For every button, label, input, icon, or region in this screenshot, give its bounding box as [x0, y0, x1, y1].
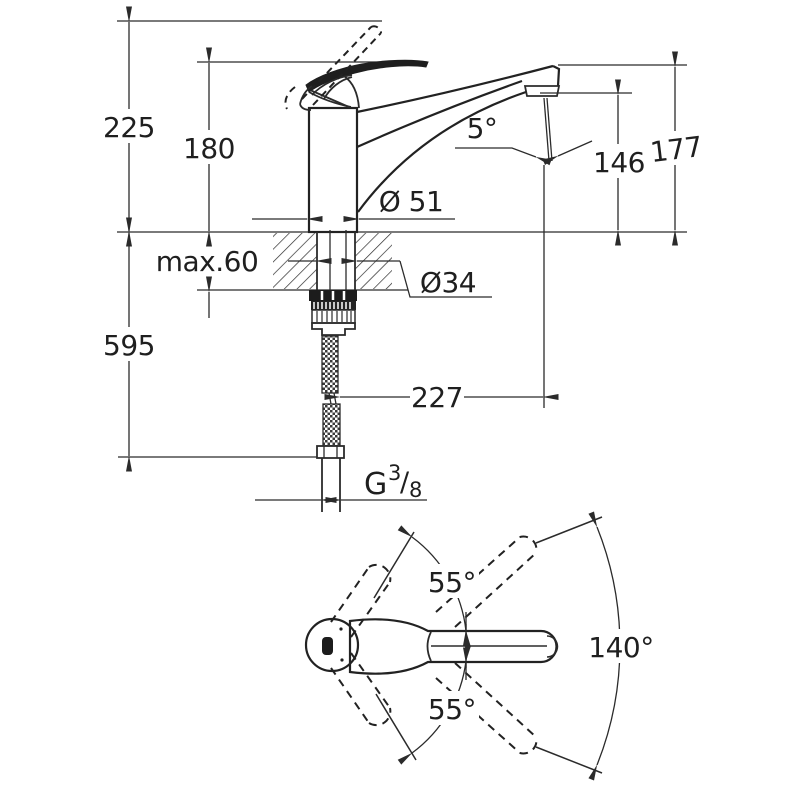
- topview-spout: [348, 618, 559, 675]
- dim-146-label: 146: [593, 146, 645, 179]
- dim-deck-thickness-max60: max.60: [156, 245, 259, 318]
- dim-227-label: 227: [411, 381, 463, 414]
- thread-prefix: G: [364, 467, 387, 502]
- dim-lever-height-180: 180: [183, 47, 235, 247]
- dim-spout-height-177: 177: [648, 51, 704, 246]
- side-view: 225 180 595 max.60 Ø 51 Ø34: [103, 6, 704, 512]
- dim-lever-swing-top-55: 55°: [397, 525, 479, 647]
- dim-thread-g38: G 3 / 8: [255, 461, 427, 503]
- mounting-nut-assembly: [309, 290, 357, 336]
- dim-lever-swing-bottom-55: 55°: [397, 645, 479, 765]
- thread-numerator: 3: [388, 461, 401, 485]
- supply-pipe: [321, 458, 341, 512]
- lever-handle: [299, 59, 429, 111]
- faucet-body: [307, 106, 359, 290]
- thread-denominator: 8: [409, 478, 422, 502]
- dim-225-label: 225: [103, 111, 155, 144]
- dim-140-label: 140°: [588, 631, 653, 664]
- dim-swivel-140: 140°: [584, 511, 658, 781]
- thread-slash: /: [400, 467, 410, 498]
- dim-shank-diameter-34: Ø34: [288, 258, 492, 299]
- dim-outlet-height-146: 146: [593, 79, 645, 246]
- dim-d34-label: Ø34: [420, 266, 476, 299]
- dim-d51-label: Ø 51: [379, 185, 444, 218]
- dim-supply-length-595: 595: [103, 217, 155, 472]
- dim-overall-height-225: 225: [103, 6, 155, 247]
- dim-max60-label: max.60: [156, 245, 259, 278]
- top-view: 55° 55° 140°: [304, 511, 658, 781]
- dim-5deg-label: 5°: [467, 112, 498, 145]
- supply-hose: [321, 335, 341, 447]
- dim-55-top-label: 55°: [428, 566, 476, 599]
- dim-reach-227: 227: [324, 380, 559, 414]
- spout: [356, 64, 561, 213]
- knob-slot: [322, 637, 333, 655]
- dim-base-diameter-51: Ø 51: [252, 185, 455, 222]
- hose-fitting: [316, 445, 345, 459]
- topview-handle-knob: [304, 617, 360, 673]
- dim-55-bottom-label: 55°: [428, 693, 476, 726]
- aerator: [523, 85, 561, 97]
- water-stream: [543, 97, 553, 162]
- lever-handle-open-dashed: [284, 25, 382, 110]
- dim-spout-angle-5deg: 5°: [455, 112, 593, 166]
- dim-177-label: 177: [648, 130, 704, 169]
- dim-595-label: 595: [103, 329, 155, 362]
- dim-180-label: 180: [183, 132, 235, 165]
- extension-lines: [117, 20, 687, 458]
